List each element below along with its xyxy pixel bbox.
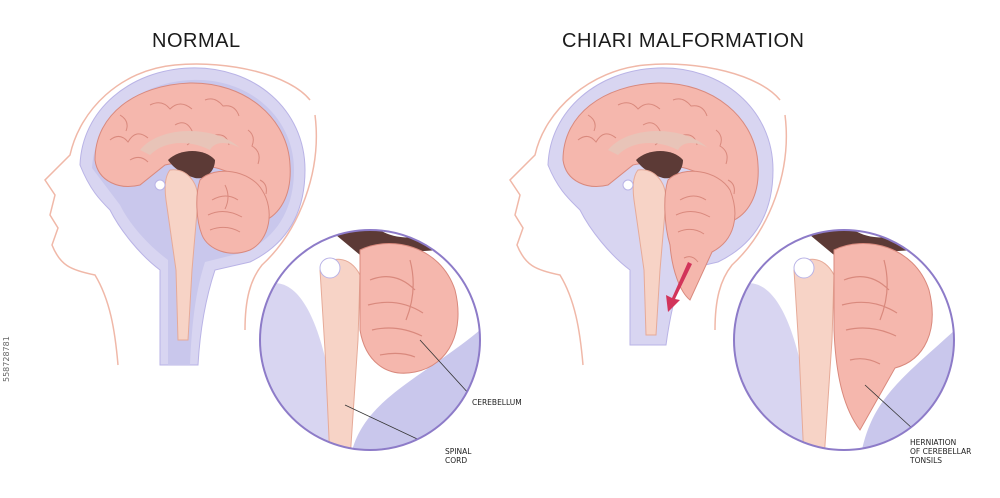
zoom1-spinal-leader [344,404,431,446]
herniation-arrow [666,262,692,312]
normal-zoom-circle [259,229,481,451]
normal-face-outline [44,63,311,366]
chiari-face-outline [509,63,781,366]
normal-cerebrum-folds [109,98,267,195]
chiari-ventricle [636,151,683,179]
normal-neck-back-outline [244,114,318,331]
normal-panel-title: NORMAL [152,30,241,52]
herniation-label-line1: HERNIATION [910,438,957,447]
spinal-cord-label-line2: CORD [445,456,468,465]
chiari-cerebellum [664,170,736,301]
chiari-neck-back-outline [714,114,788,331]
herniation-label-line3: TONSILS [910,456,943,465]
zoom1-cerebellum [359,243,459,374]
normal-corpus-callosum [140,130,240,155]
normal-cerebellum [196,170,270,254]
chiari-corpus-callosum [608,130,708,155]
zoom2-cerebellum [833,243,933,431]
spinal-cord-label: SPINAL CORD [445,447,485,465]
normal-pituitary [154,179,166,191]
zoom1-cerebellum-leader [419,339,471,396]
stock-id-watermark: 558728781 [2,336,11,382]
chiari-head-illustration [509,63,788,366]
chiari-zoom-circle [733,229,955,451]
normal-ventricle [168,151,215,179]
chiari-cerebrum-folds [577,98,735,195]
chiari-cerebellum-folds [675,195,711,263]
normal-brainstem [164,169,199,341]
chiari-brainstem [632,169,667,336]
chiari-pituitary [622,179,634,191]
spinal-cord-label-line1: SPINAL [445,447,472,456]
herniation-label-line2: OF CEREBELLAR [910,447,972,456]
normal-cerebellum-folds [207,184,243,233]
herniation-label: HERNIATION OF CEREBELLAR TONSILS [910,438,1000,465]
chiari-panel-title: CHIARI MALFORMATION [562,30,805,52]
cerebellum-label: CEREBELLUM [472,398,522,407]
normal-head-illustration [44,63,318,366]
